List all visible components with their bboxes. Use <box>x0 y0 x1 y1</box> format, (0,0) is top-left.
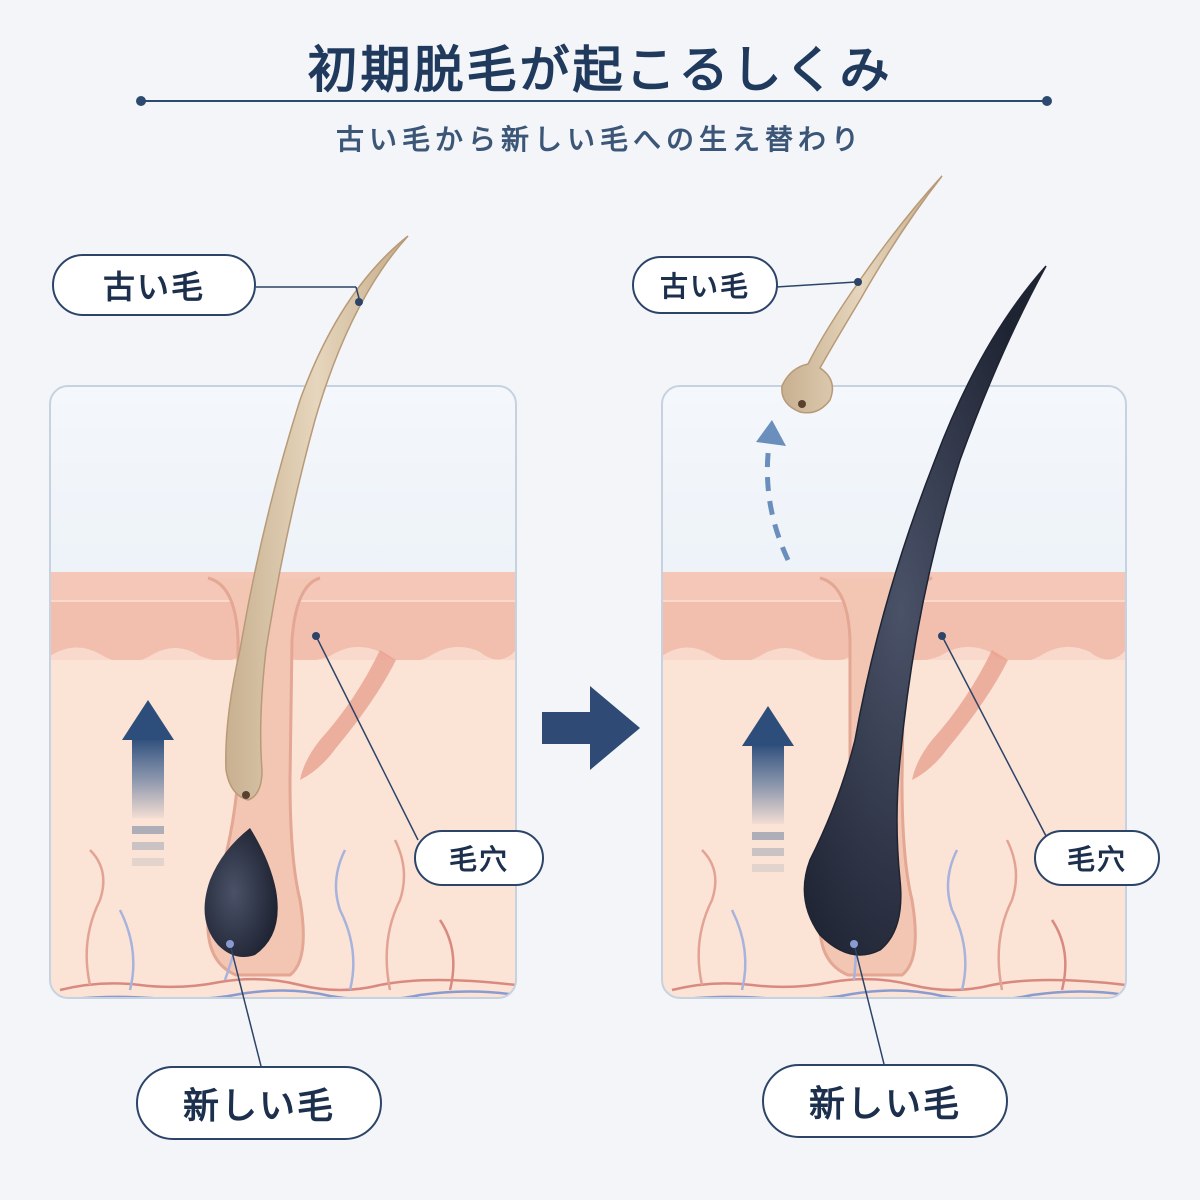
old-hair-left <box>225 235 409 801</box>
old-hair-label-right: 古い毛 <box>632 256 778 314</box>
new-hair-label-right: 新しい毛 <box>762 1064 1008 1138</box>
pore-label-right: 毛穴 <box>1034 830 1160 886</box>
pore-label-left: 毛穴 <box>414 830 544 886</box>
left-panel <box>50 386 516 998</box>
old-hair-shed <box>781 175 943 414</box>
rule-right-dot <box>1042 96 1052 106</box>
transition-arrow <box>542 686 640 770</box>
title-divider <box>140 100 1048 102</box>
page-subtitle: 古い毛から新しい毛への生え替わり <box>335 123 864 156</box>
old-hair-label-left: 古い毛 <box>52 254 256 316</box>
growth-arrow-left <box>122 700 174 866</box>
new-hair-label-left: 新しい毛 <box>136 1066 382 1140</box>
page-title: 初期脱毛が起こるしくみ <box>307 41 893 99</box>
growth-arrow-right <box>742 706 794 872</box>
new-hair-right <box>803 265 1047 956</box>
